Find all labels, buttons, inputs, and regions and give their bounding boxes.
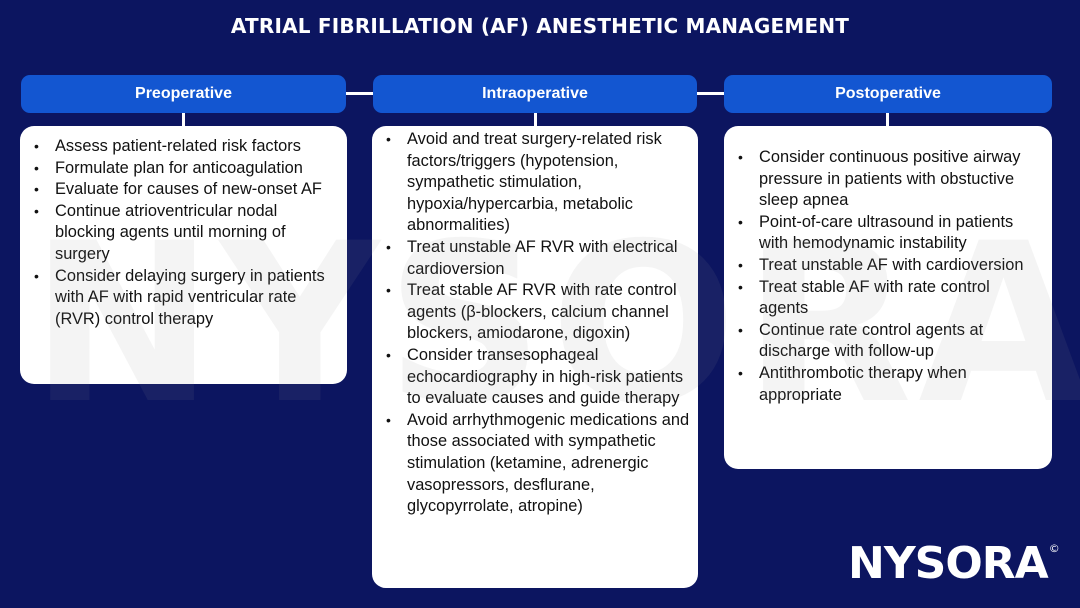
list-item: •Treat unstable AF RVR with electrical c… [386, 237, 678, 278]
bullet-icon: • [34, 267, 39, 284]
intraoperative-list: •Avoid and treat surgery-related risk fa… [372, 129, 692, 518]
bullet-icon: • [738, 321, 743, 338]
list-item: •Point-of-care ultrasound in patients wi… [738, 212, 1014, 253]
postoperative-box: •Consider continuous positive airway pre… [724, 126, 1052, 469]
page-title: ATRIAL FIBRILLATION (AF) ANESTHETIC MANA… [230, 14, 850, 38]
list-item: •Continue atrioventricular nodal blockin… [34, 201, 286, 263]
connector-postoperative-down [886, 113, 889, 127]
preoperative-list: •Assess patient-related risk factors •Fo… [20, 136, 339, 330]
connector-intraoperative-down [534, 113, 537, 127]
list-item: •Consider transesophageal echocardiograp… [386, 345, 684, 408]
bullet-icon: • [386, 282, 391, 299]
bullet-icon: • [386, 131, 391, 147]
list-item: •Continue rate control agents at dischar… [738, 320, 984, 361]
preoperative-box: •Assess patient-related risk factors •Fo… [20, 126, 347, 384]
postoperative-list: •Consider continuous positive airway pre… [724, 147, 1042, 406]
list-item: •Treat stable AF with rate control agent… [738, 277, 990, 318]
connector-preoperative-down [182, 113, 185, 127]
list-item: •Treat stable AF RVR with rate control a… [386, 281, 677, 343]
bullet-icon: • [386, 346, 391, 363]
bullet-icon: • [34, 181, 39, 198]
bullet-icon: • [34, 159, 39, 176]
nysora-logo: NYSORA© [848, 538, 1060, 589]
list-item: •Avoid and treat surgery-related risk fa… [386, 130, 662, 235]
list-item: •Treat unstable AF with cardioversion [724, 255, 1042, 277]
bullet-icon: • [386, 411, 391, 428]
bullet-icon: • [386, 238, 391, 255]
list-item: •Formulate plan for anticoagulation [20, 158, 339, 180]
list-item: •Avoid arrhythmogenic medications and th… [386, 410, 690, 516]
connector-intra-post [697, 92, 724, 95]
list-item: •Antithrombotic therapy when appropriate [738, 363, 967, 404]
bullet-icon: • [738, 149, 743, 165]
list-item: •Evaluate for causes of new-onset AF [20, 179, 339, 201]
intraoperative-box: •Avoid and treat surgery-related risk fa… [372, 126, 698, 588]
list-item: •Consider continuous positive airway pre… [738, 148, 1021, 210]
bullet-icon: • [34, 202, 39, 219]
list-item: •Consider delaying surgery in patients w… [34, 266, 325, 328]
bullet-icon: • [738, 364, 743, 381]
bullet-icon: • [738, 213, 743, 230]
bullet-icon: • [738, 278, 743, 295]
phase-header-preoperative: Preoperative [21, 75, 346, 113]
phase-header-intraoperative: Intraoperative [373, 75, 697, 113]
list-item: •Assess patient-related risk factors [20, 136, 339, 158]
phase-header-postoperative: Postoperative [724, 75, 1052, 113]
copyright-icon: © [1048, 542, 1060, 555]
bullet-icon: • [34, 138, 39, 154]
connector-pre-intra [346, 92, 373, 95]
bullet-icon: • [738, 256, 743, 273]
